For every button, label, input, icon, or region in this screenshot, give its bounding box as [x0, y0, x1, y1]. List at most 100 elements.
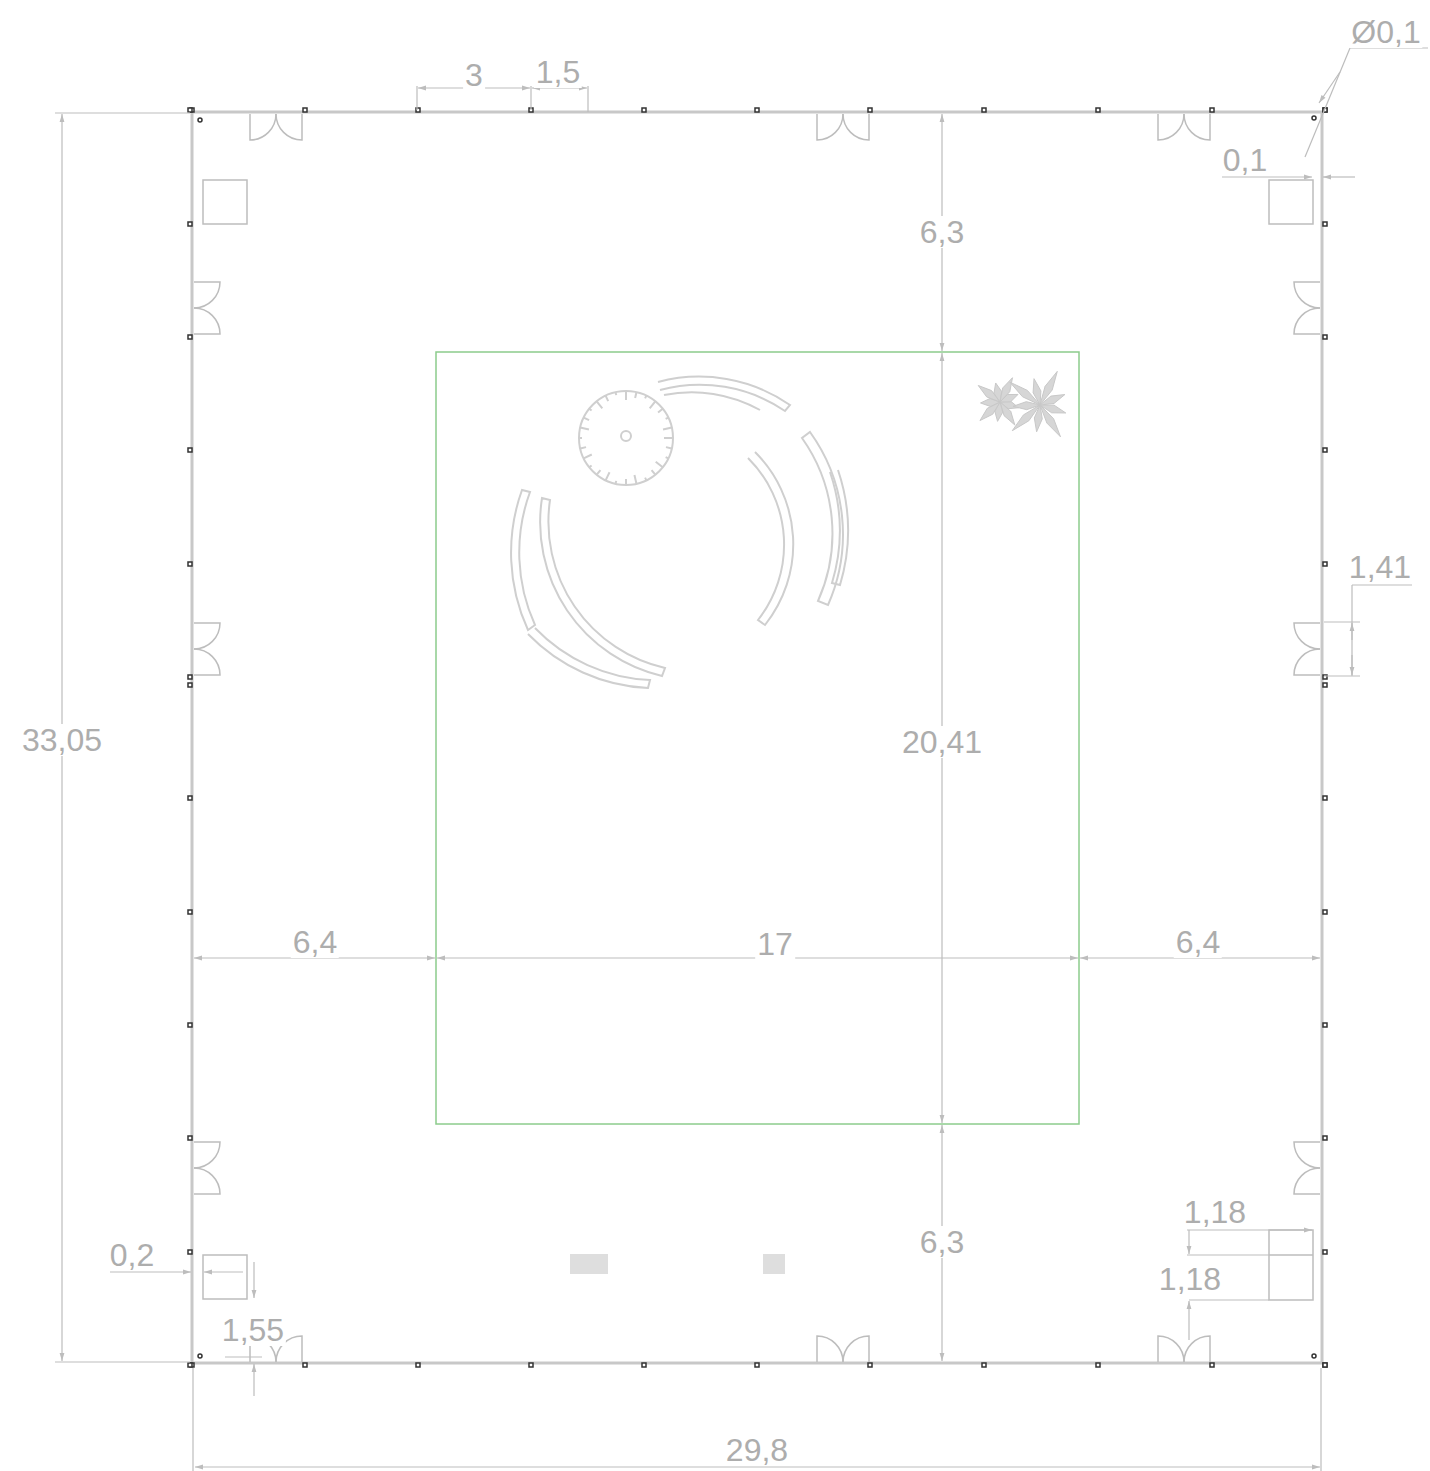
post: [868, 108, 872, 112]
tree-tick: [584, 418, 589, 421]
post: [188, 1250, 192, 1254]
post: [188, 796, 192, 800]
door: [817, 1336, 843, 1362]
tree-tick: [658, 409, 663, 413]
dimension-label: 17: [755, 928, 795, 960]
dimension-label: 6,4: [1174, 926, 1222, 958]
tree-tick: [589, 409, 591, 411]
dimension-lines: [55, 48, 1428, 1471]
post: [188, 910, 192, 914]
door: [1184, 114, 1210, 140]
door: [194, 282, 220, 308]
palm-leaf: [1033, 379, 1041, 405]
post: [1323, 1250, 1327, 1254]
posts: [188, 108, 1327, 1367]
dimension-label: 1,18: [1182, 1196, 1248, 1228]
post: [1323, 335, 1327, 339]
post: [1323, 796, 1327, 800]
dimension-label: 6,3: [918, 1226, 966, 1258]
door: [1294, 282, 1320, 308]
dimension-label: 29,8: [724, 1434, 790, 1466]
door: [843, 1336, 869, 1362]
tree-tick: [666, 457, 669, 458]
dimension-label: 1,5: [534, 56, 582, 88]
post: [529, 1363, 533, 1367]
post: [755, 108, 759, 112]
dimension-label: 1,18: [1157, 1263, 1223, 1295]
door: [1294, 623, 1320, 649]
post: [188, 222, 192, 226]
post: [868, 1363, 872, 1367]
dimension-label: 20,41: [900, 726, 984, 758]
door: [1294, 1142, 1320, 1168]
tree-tick: [606, 472, 610, 480]
door: [1184, 1336, 1210, 1362]
post: [1323, 448, 1327, 452]
post: [1210, 1363, 1214, 1367]
post: [188, 1363, 192, 1367]
post: [642, 108, 646, 112]
outer-wall: [192, 112, 1322, 1363]
palm-leaf: [1040, 405, 1060, 437]
post: [1323, 1136, 1327, 1140]
door: [843, 114, 869, 140]
dimension-label: Ø0,1: [1349, 16, 1422, 48]
tree-tick: [666, 447, 672, 448]
doors: [194, 114, 1320, 1362]
door: [194, 1142, 220, 1168]
palm-leaf: [1040, 395, 1065, 405]
tree-tick: [584, 454, 592, 458]
tree-tick: [645, 396, 646, 399]
door: [194, 649, 220, 675]
tree-tick: [625, 391, 627, 400]
tree-tick: [635, 392, 636, 398]
tree-tick: [656, 462, 663, 468]
post: [1323, 562, 1327, 566]
door: [250, 114, 276, 140]
tree-tick: [650, 401, 656, 408]
tree-tick: [615, 481, 618, 484]
boxes: [203, 180, 1313, 1300]
tree-tick: [664, 437, 673, 439]
tree-tick: [652, 470, 656, 475]
dimension-label: 3: [463, 59, 485, 91]
door: [194, 1168, 220, 1194]
post: [188, 448, 192, 452]
dimension-label: 0,1: [1221, 144, 1269, 176]
door: [1158, 114, 1184, 140]
post: [1096, 1363, 1100, 1367]
tree-tick: [625, 479, 627, 485]
tree-tick: [589, 465, 591, 467]
door: [1158, 1336, 1184, 1362]
door: [1294, 649, 1320, 675]
post: [755, 1363, 759, 1367]
post: [1210, 108, 1214, 112]
post: [1323, 1363, 1327, 1367]
green-area: [436, 352, 1079, 1124]
tree-tick: [580, 447, 586, 448]
dimension-label: 33,05: [20, 724, 104, 756]
palm-symbol: [978, 371, 1066, 436]
corner-rods: [198, 116, 1316, 1358]
tree-tick: [597, 470, 601, 475]
dimension-label: 6,3: [918, 216, 966, 248]
post: [188, 675, 192, 679]
dimension-label: 6,4: [291, 926, 339, 958]
tree-tick: [615, 392, 618, 395]
tree-tick: [663, 428, 672, 430]
door: [817, 114, 843, 140]
post: [1323, 683, 1327, 687]
post: [416, 1363, 420, 1367]
door: [276, 114, 302, 140]
dimension-label: 1,55: [220, 1314, 286, 1346]
post: [188, 683, 192, 687]
post: [1323, 1023, 1327, 1027]
post: [188, 108, 192, 112]
tree-tick: [580, 428, 589, 430]
tree-tick: [579, 437, 582, 439]
tree-symbol: [579, 391, 673, 485]
palm-leaf: [1000, 394, 1018, 402]
post: [642, 1363, 646, 1367]
post: [1323, 1363, 1327, 1367]
